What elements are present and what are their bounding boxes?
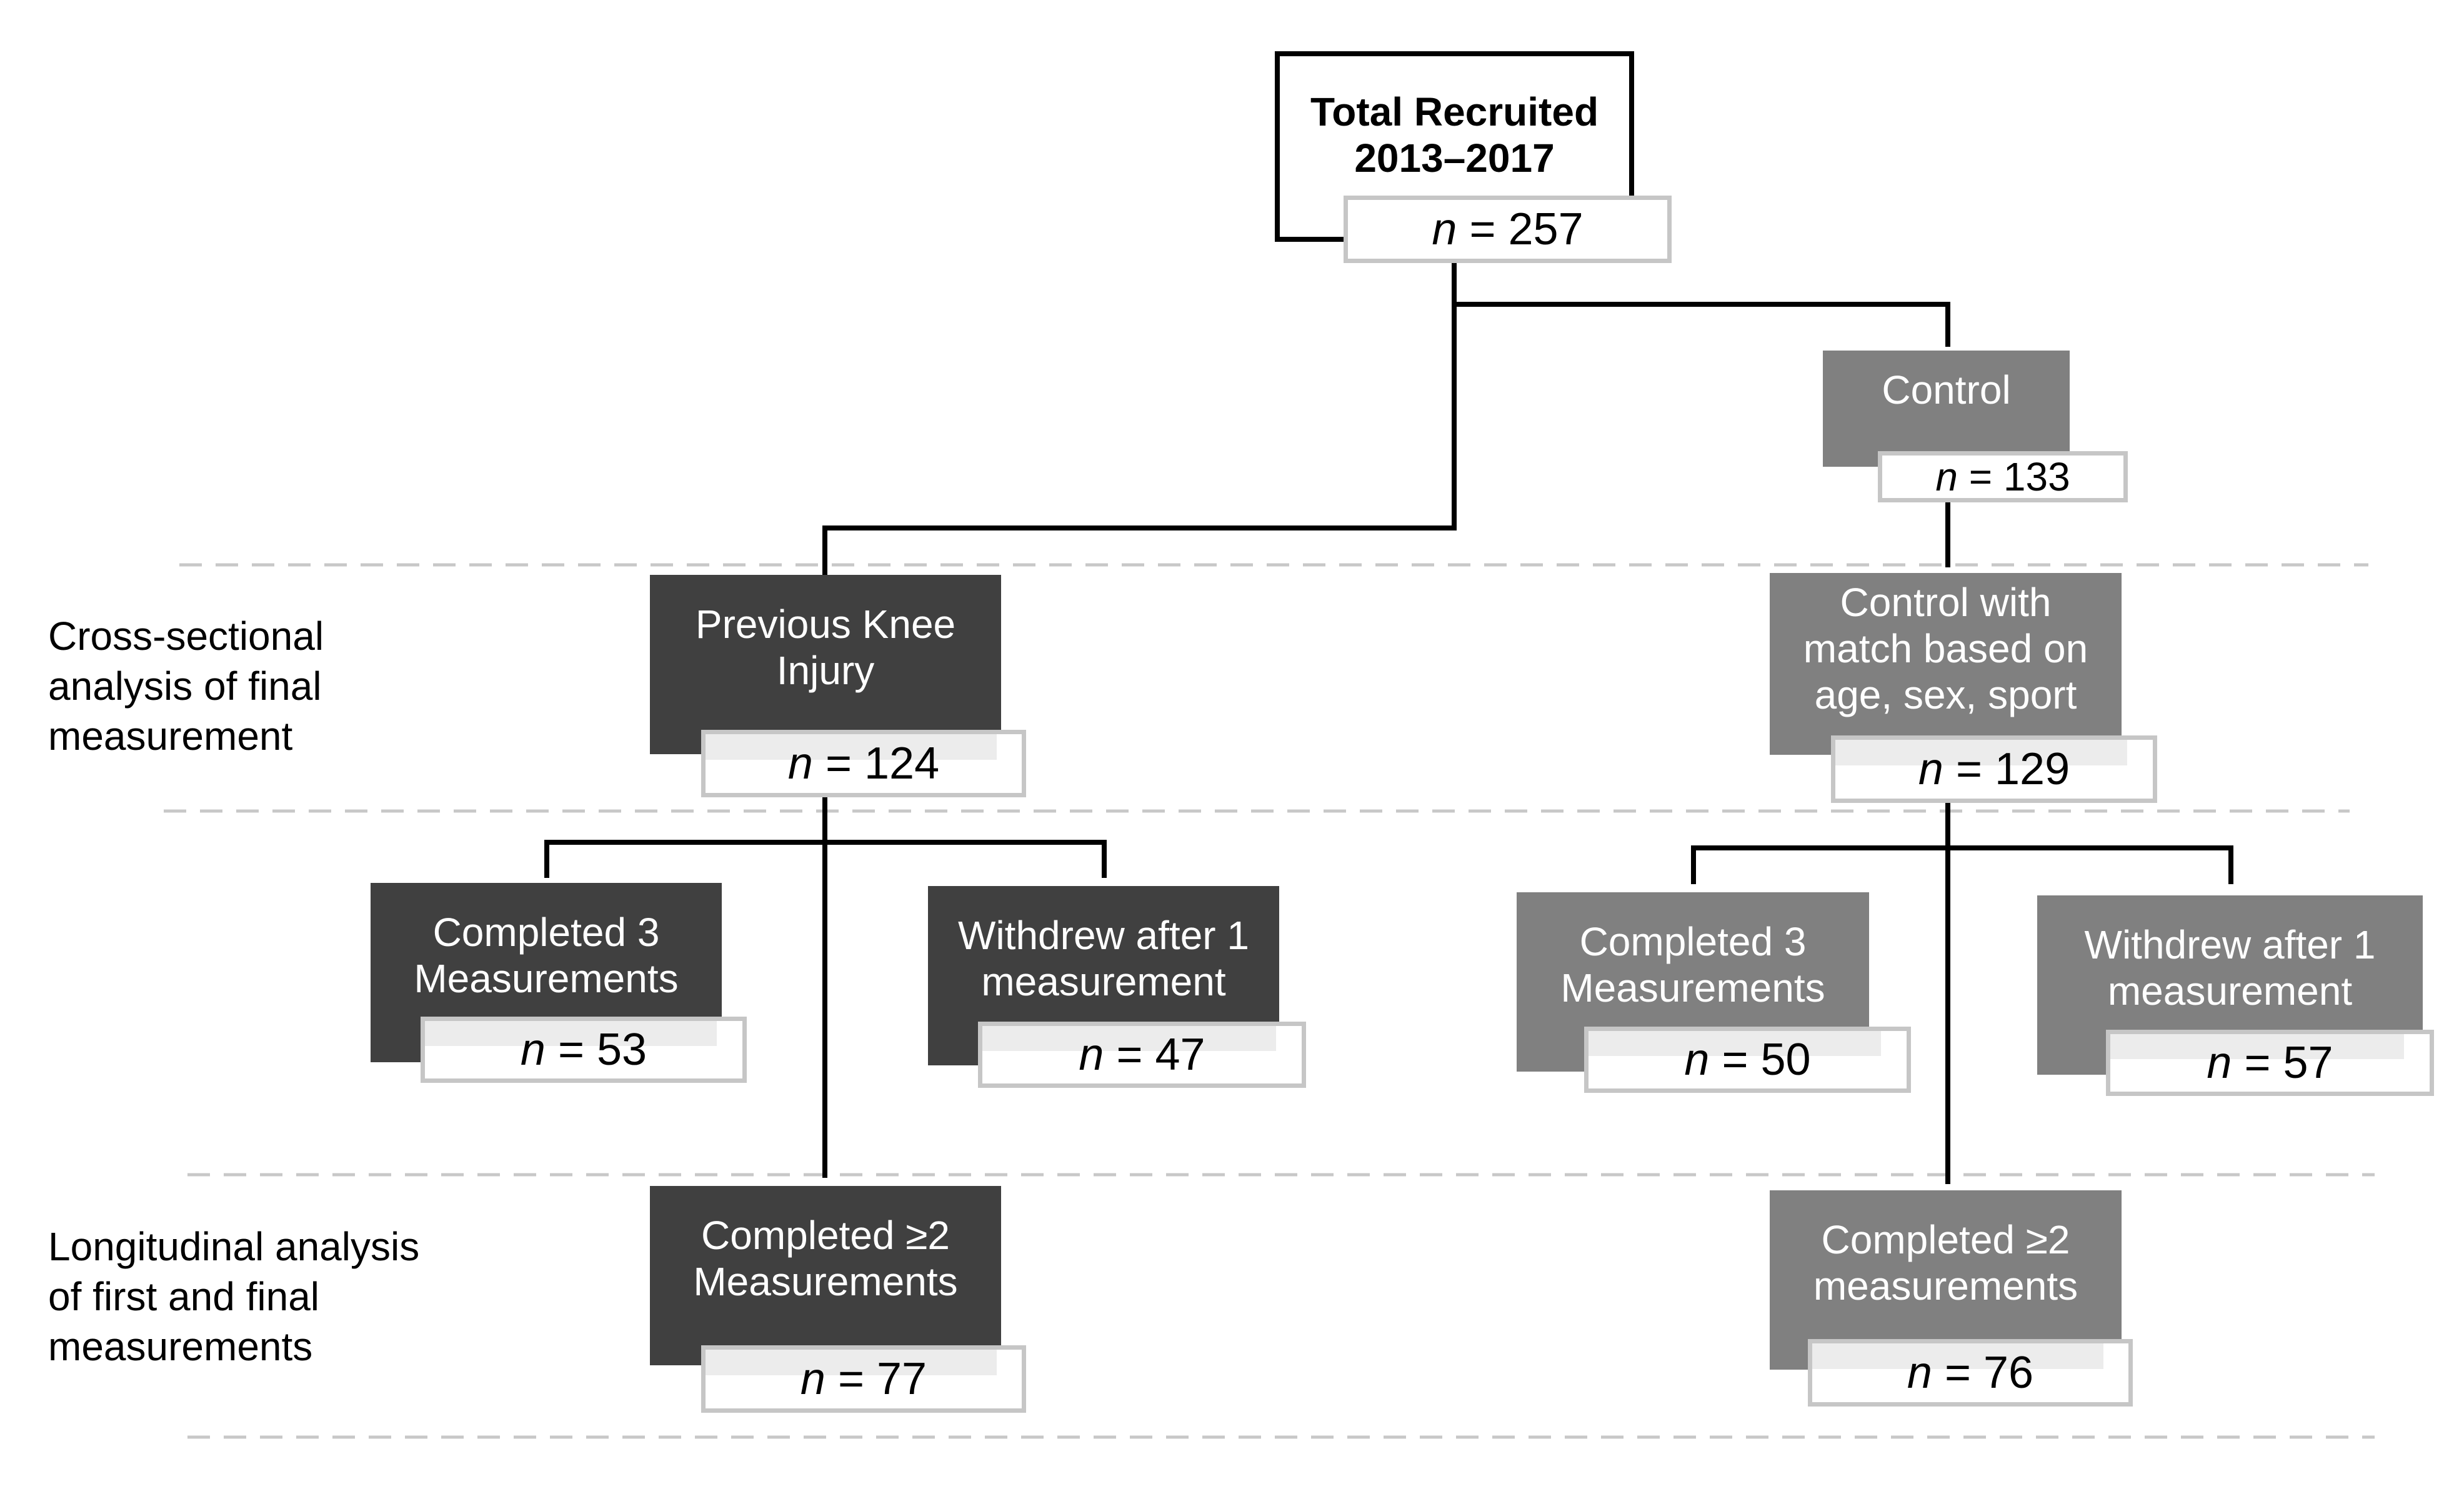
matched-control-title: Control with match based on age, sex, sp… <box>1770 579 2122 718</box>
count-text: n = 124 <box>706 734 1022 793</box>
connector-total-to-control <box>1454 302 1950 347</box>
injury-withdrew-title: Withdrew after 1 measurement <box>928 912 1279 1005</box>
title-line: Injury <box>776 648 875 693</box>
control-withdrew-title: Withdrew after 1 measurement <box>2037 922 2423 1014</box>
control-completed-2-title: Completed ≥2 measurements <box>1770 1217 2122 1309</box>
control-title: Control <box>1823 367 2070 413</box>
title-line: Control with <box>1840 580 2052 625</box>
n-symbol: n <box>787 739 813 789</box>
control-completed-3-title: Completed 3 Measurements <box>1517 919 1869 1011</box>
count-text: n = 77 <box>706 1350 1022 1408</box>
n-symbol: n <box>1432 204 1457 254</box>
count-text: n = 57 <box>2110 1034 2430 1092</box>
count-value: = 50 <box>1722 1035 1811 1085</box>
side-label-line: Cross-sectional <box>48 614 324 659</box>
title-line: Completed ≥2 <box>1821 1217 2070 1262</box>
count-text: n = 50 <box>1589 1031 1907 1088</box>
matched-control-count: n = 129 <box>1831 735 2157 803</box>
title-line: Completed ≥2 <box>701 1213 950 1258</box>
n-symbol: n <box>520 1025 546 1075</box>
count-value: = 53 <box>557 1025 647 1075</box>
count-text: n = 47 <box>982 1026 1302 1083</box>
n-symbol: n <box>2207 1038 2232 1088</box>
count-value: = 76 <box>1944 1348 2034 1398</box>
n-symbol: n <box>1907 1348 1932 1398</box>
side-label-line: Longitudinal analysis <box>48 1224 420 1269</box>
side-label-line: measurements <box>48 1324 313 1369</box>
control-completed-3-count: n = 50 <box>1584 1027 1911 1093</box>
title-line: age, sex, sport <box>1814 672 2077 717</box>
connector-lines <box>544 262 2233 1184</box>
n-symbol: n <box>1935 454 1958 499</box>
title-line: Previous Knee <box>695 602 956 647</box>
title-line: match based on <box>1803 626 2088 671</box>
injury-completed-3-title: Completed 3 Measurements <box>371 909 722 1002</box>
previous-knee-injury-count: n = 124 <box>701 730 1026 797</box>
control-count: n = 133 <box>1878 451 2128 502</box>
title-line: Measurements <box>1560 965 1825 1010</box>
total-recruited-count: n = 257 <box>1344 196 1672 263</box>
title-line: Withdrew after 1 <box>958 913 1249 958</box>
control-withdrew-count: n = 57 <box>2106 1030 2434 1096</box>
count-text: n = 133 <box>1882 456 2123 498</box>
count-text: n = 76 <box>1812 1343 2128 1402</box>
count-value: = 133 <box>1968 454 2070 499</box>
n-symbol: n <box>1684 1035 1710 1085</box>
injury-completed-2-box: Completed ≥2 Measurements <box>650 1186 1001 1365</box>
cross-sectional-label: Cross-sectional analysis of final measur… <box>48 611 324 761</box>
connector-injury-branches <box>544 840 1107 878</box>
injury-completed-2-count: n = 77 <box>701 1345 1026 1413</box>
title-line: measurement <box>2107 969 2353 1013</box>
count-value: = 129 <box>1955 744 2070 794</box>
title-line: measurement <box>981 959 1226 1004</box>
injury-withdrew-count: n = 47 <box>978 1022 1306 1088</box>
n-symbol: n <box>800 1354 825 1404</box>
control-box: Control <box>1823 351 2070 467</box>
previous-knee-injury-title: Previous Knee Injury <box>650 601 1001 694</box>
count-value: = 257 <box>1469 204 1584 254</box>
section-separators <box>164 563 2375 1439</box>
title-line: Control <box>1882 367 2011 412</box>
injury-completed-3-count: n = 53 <box>421 1017 747 1083</box>
title-line: 2013–2017 <box>1354 136 1555 181</box>
count-value: = 57 <box>2244 1038 2333 1088</box>
count-text: n = 129 <box>1835 740 2153 799</box>
injury-completed-2-title: Completed ≥2 Measurements <box>650 1212 1001 1305</box>
connector-control-branches <box>1691 845 2233 884</box>
title-line: Total Recruited <box>1310 89 1599 134</box>
title-line: Withdrew after 1 <box>2084 922 2376 967</box>
count-value: = 77 <box>837 1354 927 1404</box>
longitudinal-label: Longitudinal analysis of first and final… <box>48 1222 419 1372</box>
title-line: Completed 3 <box>1579 919 1807 964</box>
connector-total-to-injury <box>822 262 1457 575</box>
count-text: n = 257 <box>1348 200 1667 259</box>
n-symbol: n <box>1918 744 1943 794</box>
title-line: Measurements <box>693 1259 958 1304</box>
side-label-line: of first and final <box>48 1274 319 1319</box>
count-text: n = 53 <box>425 1021 742 1078</box>
title-line: Measurements <box>414 956 679 1001</box>
previous-knee-injury-box: Previous Knee Injury <box>650 575 1001 754</box>
count-value: = 124 <box>825 739 940 789</box>
title-line: measurements <box>1813 1263 2078 1308</box>
count-value: = 47 <box>1116 1030 1205 1080</box>
side-label-line: analysis of final <box>48 664 322 709</box>
control-completed-2-count: n = 76 <box>1808 1339 2133 1407</box>
side-label-line: measurement <box>48 714 293 759</box>
n-symbol: n <box>1079 1030 1104 1080</box>
total-recruited-title: Total Recruited 2013–2017 <box>1280 89 1629 181</box>
matched-control-box: Control with match based on age, sex, sp… <box>1770 573 2122 755</box>
title-line: Completed 3 <box>432 910 660 955</box>
